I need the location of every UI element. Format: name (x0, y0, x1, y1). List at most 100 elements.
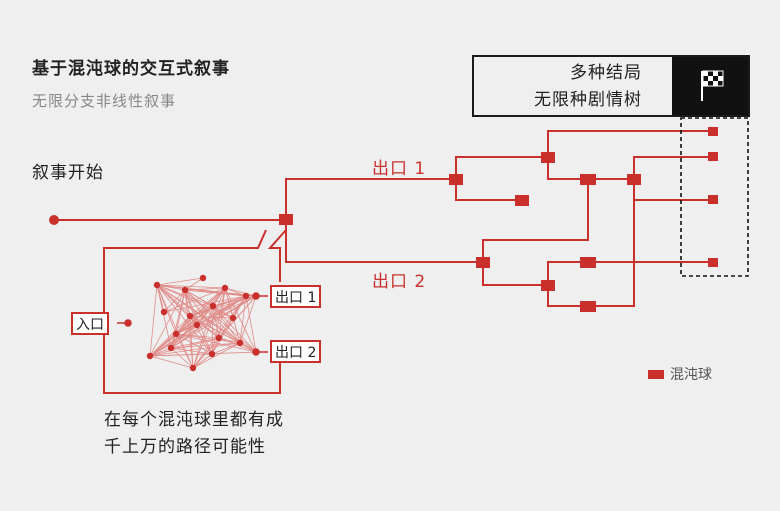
endings-box: 多种结局 无限种剧情树 (472, 55, 750, 117)
network-edge (218, 337, 241, 344)
network-edge (156, 284, 226, 289)
network-node (181, 286, 189, 294)
exit2-label: 出口 2 (372, 272, 427, 292)
detail-exit1-tag: 出口 1 (270, 285, 322, 308)
network-edge (163, 287, 226, 313)
network-edge (149, 355, 194, 369)
network-node (193, 321, 201, 329)
network-edge (175, 333, 241, 344)
ending-node (708, 195, 718, 204)
network-edge (189, 287, 226, 317)
network-node (208, 350, 216, 358)
network-edge (212, 305, 257, 353)
network-node (215, 334, 223, 342)
network-edge (175, 305, 214, 335)
network-edge (149, 333, 177, 357)
chaos-ball (515, 195, 529, 206)
ending-node (708, 127, 718, 136)
network-edge (149, 315, 191, 357)
caption: 在每个混沌球里都有成 千上万的路径可能性 (104, 407, 284, 461)
edge-line (482, 179, 589, 262)
chaos-ball (580, 174, 596, 185)
network-edge (212, 305, 220, 339)
network-edge (149, 284, 158, 357)
network-edge (184, 277, 204, 291)
edge-line (455, 156, 548, 179)
network-edge (170, 289, 186, 349)
network-edge (192, 353, 213, 369)
network-edge (170, 347, 213, 355)
network-edge (175, 315, 191, 335)
network-node (146, 352, 154, 360)
network-node (186, 312, 194, 320)
exit1-branch-line (285, 178, 456, 220)
edge-line (633, 156, 713, 179)
network-node (189, 364, 197, 372)
network-node (221, 284, 229, 292)
network-edge (218, 337, 257, 353)
edge-line (588, 179, 635, 307)
ending-node (708, 152, 718, 161)
exit1-label: 出口 1 (372, 159, 427, 179)
edge-line (455, 179, 522, 201)
caption-line1: 在每个混沌球里都有成 (104, 410, 284, 430)
network-edge (189, 315, 194, 369)
network-edge (175, 333, 194, 369)
network-node (236, 339, 244, 347)
network-node (199, 274, 207, 282)
endings-line1: 多种结局 (570, 63, 642, 83)
network-edge (170, 347, 194, 369)
network-edge (189, 295, 247, 317)
chaos-ball (541, 280, 555, 291)
checkered-flag-icon (701, 70, 724, 101)
edge-line (547, 157, 588, 180)
network-edge (239, 295, 257, 344)
chaos-ball (580, 301, 596, 312)
network-edge (156, 284, 214, 307)
network-edge (192, 342, 241, 369)
network-edge (163, 295, 247, 313)
entry-dot (124, 319, 132, 327)
network-edge (212, 295, 257, 307)
network-edge (175, 295, 257, 335)
endings-text: 多种结局 无限种剧情树 (534, 60, 642, 114)
chaos-ball (627, 174, 641, 185)
ending-node (708, 258, 718, 267)
network-edge (184, 287, 226, 291)
chaos-ball-nodes (279, 127, 718, 312)
network-edge (211, 342, 241, 355)
flag-panel (672, 57, 748, 115)
network-edge (224, 287, 257, 297)
edge-line (633, 179, 713, 201)
network-edge (224, 287, 247, 297)
network-edge (239, 295, 247, 344)
endings-line2: 无限种剧情树 (534, 90, 642, 110)
diagram-subtitle: 无限分支非线性叙事 (32, 92, 177, 110)
edge-line (547, 261, 588, 285)
network-edge (192, 295, 257, 369)
network-edge (192, 305, 214, 369)
network-edge (149, 289, 186, 357)
network-edge (189, 295, 257, 317)
network-edge (156, 284, 257, 297)
chaos-network (149, 277, 257, 369)
start-label: 叙事开始 (32, 163, 104, 183)
exit2-branch-line (285, 220, 483, 263)
network-edge (175, 333, 213, 355)
detail-entry-tag: 入口 (71, 312, 109, 335)
network-edge (224, 287, 257, 353)
edge-line (547, 285, 588, 307)
legend-swatch (648, 369, 664, 379)
network-node (153, 281, 161, 289)
edge-line (547, 130, 713, 157)
edge-line (482, 262, 548, 286)
network-edge (163, 289, 186, 313)
diagram-title: 基于混沌球的交互式叙事 (32, 59, 230, 79)
network-edge (189, 305, 214, 317)
network-node (209, 302, 217, 310)
endings-dashed-box (680, 117, 749, 277)
chaos-ball (476, 257, 490, 268)
network-node (167, 344, 175, 352)
network-edge (149, 295, 257, 357)
